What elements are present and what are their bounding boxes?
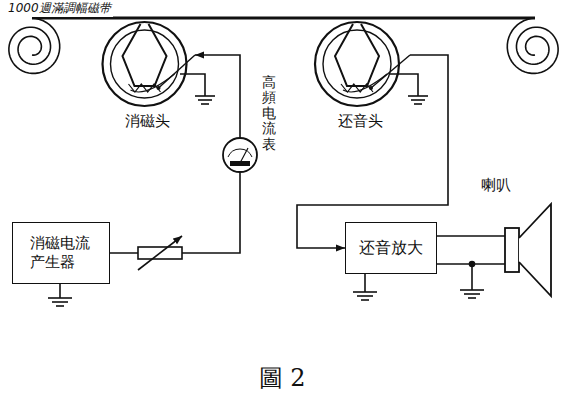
node-label: 消磁头 bbox=[100, 112, 195, 132]
erase-current-generator: 消磁电流产生器 bbox=[12, 222, 110, 284]
loudspeaker: 喇叭 bbox=[505, 200, 553, 300]
reel-spiral bbox=[507, 18, 558, 73]
node-label: 还音放大 bbox=[359, 238, 423, 259]
loudspeaker-outline bbox=[505, 200, 553, 300]
ground-lead bbox=[364, 274, 366, 292]
ground-lead bbox=[471, 264, 473, 290]
ground-symbol bbox=[353, 292, 377, 300]
ground-symbol bbox=[48, 298, 72, 306]
tape-label: 1000週滿調幅磁带 bbox=[6, 0, 113, 17]
node-label: 还音头 bbox=[310, 112, 410, 132]
node-label: 消磁电流产生器 bbox=[30, 234, 93, 273]
node-label: 高頻电流表 bbox=[262, 75, 276, 152]
playback-head: 还音头 bbox=[310, 20, 410, 140]
figure-caption: 圖 2 bbox=[0, 362, 564, 394]
ground-symbol bbox=[408, 96, 428, 104]
rf-ammeter-outline bbox=[222, 137, 258, 173]
reel-spiral bbox=[9, 18, 60, 73]
node-label: 喇叭 bbox=[481, 176, 511, 196]
wire-connector bbox=[437, 235, 505, 237]
variable-resistor-arrow bbox=[138, 236, 182, 270]
erase-head: 消磁头 bbox=[100, 20, 195, 140]
ground-symbol bbox=[195, 96, 215, 104]
wire-connector bbox=[195, 55, 240, 137]
rf-ammeter: 高頻电流表 bbox=[222, 137, 258, 173]
ground-lead bbox=[59, 284, 61, 298]
tape-reels bbox=[9, 18, 558, 73]
playback-amplifier: 还音放大 bbox=[345, 222, 437, 274]
ground-symbol bbox=[460, 290, 484, 298]
